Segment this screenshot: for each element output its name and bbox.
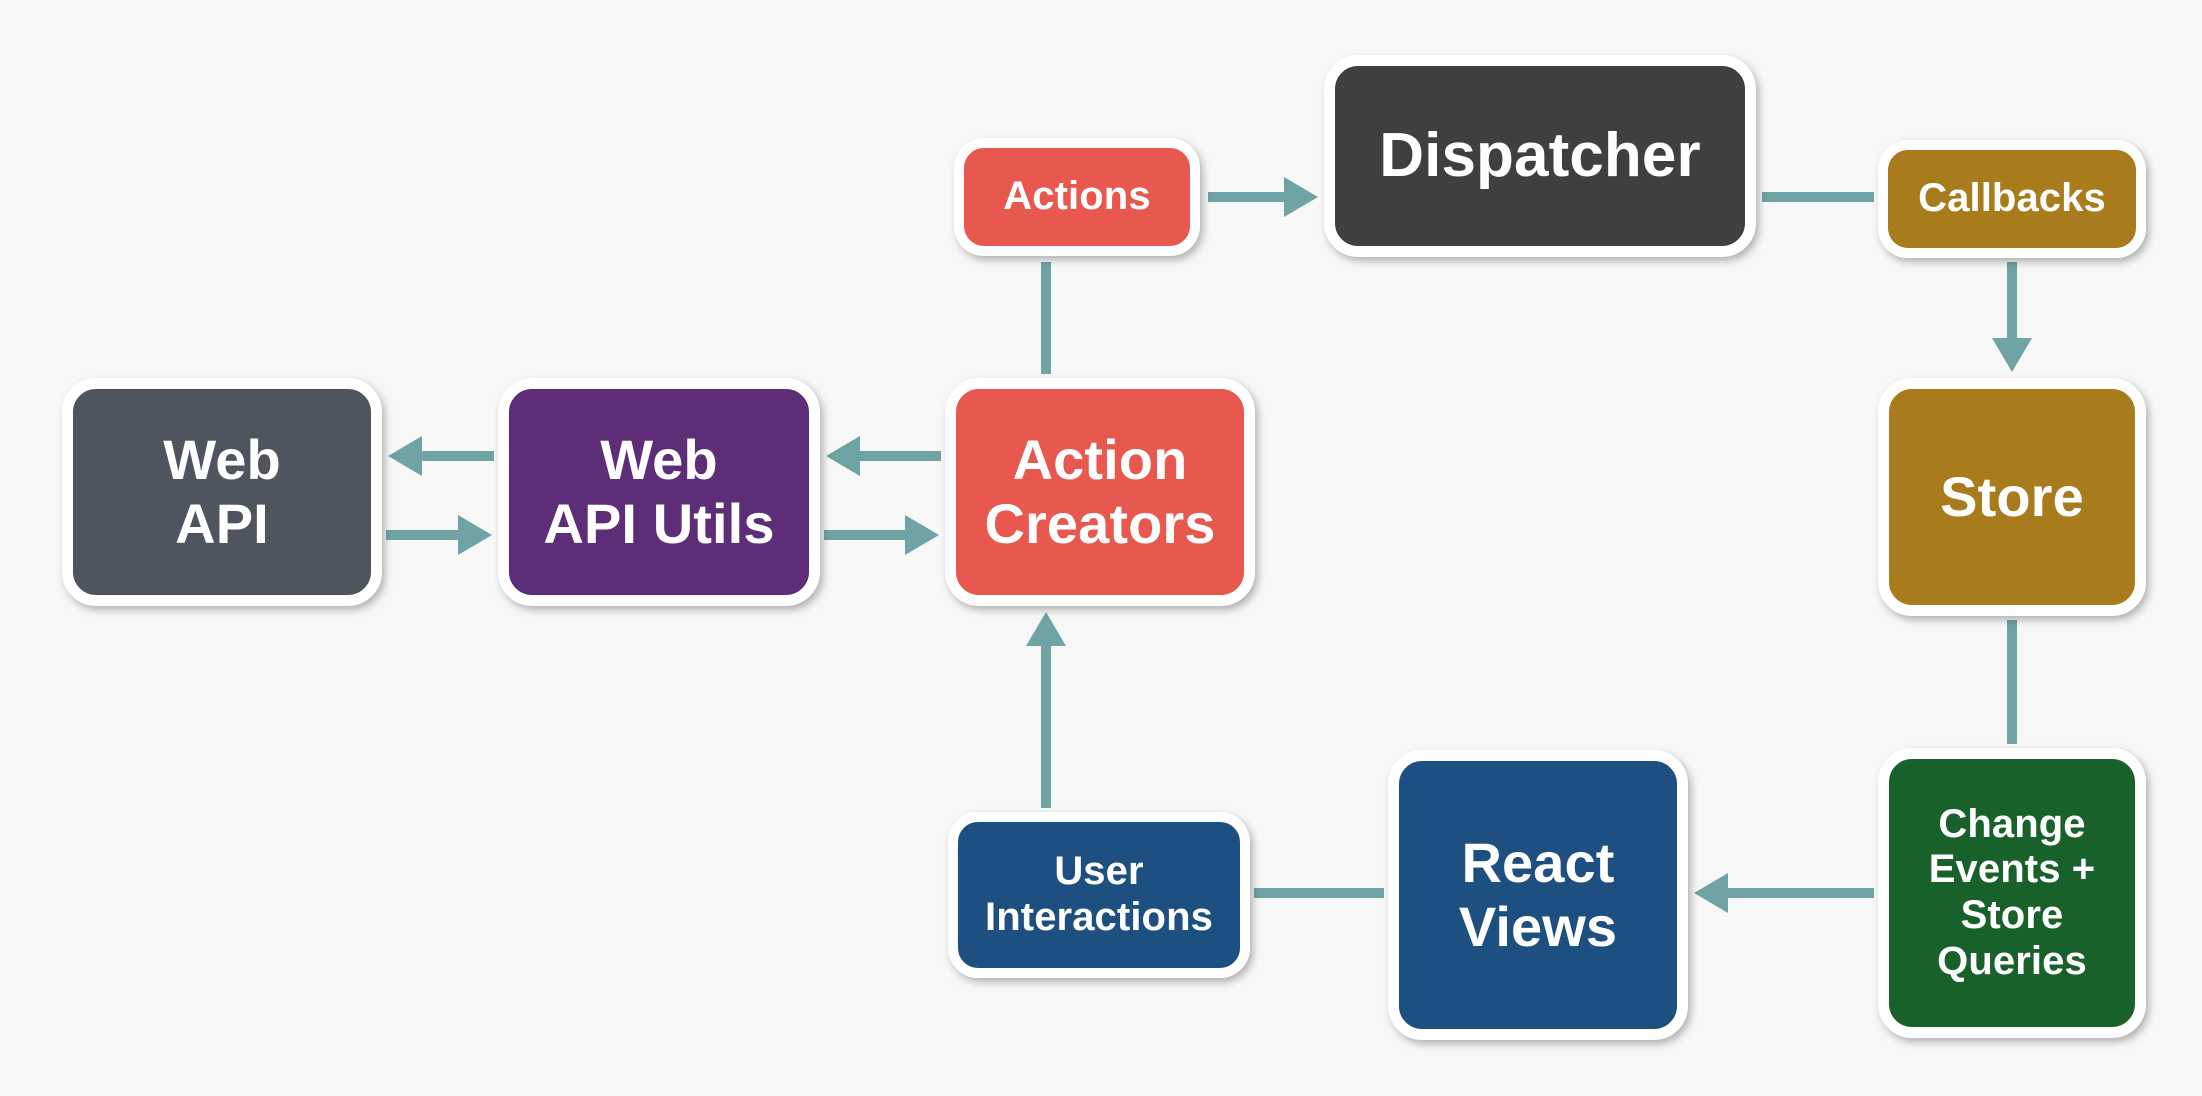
node-action-creators[interactable]: Action Creators [945, 378, 1255, 606]
node-react-views[interactable]: React Views [1388, 750, 1688, 1040]
node-change-events-store-queries[interactable]: Change Events + Store Queries [1878, 748, 2146, 1038]
node-label: Web API Utils [543, 428, 775, 555]
node-label: Web API [163, 428, 281, 555]
node-label: React Views [1458, 831, 1618, 958]
node-web-api[interactable]: Web API [62, 378, 382, 606]
node-label: Action Creators [984, 428, 1216, 555]
edge-action-creators-to-web-api-utils [826, 436, 941, 476]
edge-arrowhead [1992, 338, 2032, 372]
edge-arrowhead [1694, 873, 1728, 913]
edge-arrowhead [1026, 612, 1066, 646]
node-label: Change Events + Store Queries [1928, 801, 2096, 983]
node-store[interactable]: Store [1878, 378, 2146, 616]
edge-web-api-to-web-api-utils [386, 515, 492, 555]
edge-change-events-to-react-views [1694, 873, 1874, 913]
node-web-api-utils[interactable]: Web API Utils [498, 378, 820, 606]
node-user-interactions[interactable]: User Interactions [948, 812, 1250, 978]
node-label: Store [1940, 465, 2084, 529]
edge-arrowhead [458, 515, 492, 555]
edge-actions-to-dispatcher [1208, 177, 1318, 217]
node-label: Actions [1003, 174, 1151, 219]
node-callbacks[interactable]: Callbacks [1878, 140, 2146, 258]
edge-user-interactions-to-action-creators [1026, 612, 1066, 808]
node-dispatcher[interactable]: Dispatcher [1324, 55, 1756, 257]
node-label: Dispatcher [1379, 120, 1701, 190]
node-actions[interactable]: Actions [954, 138, 1200, 256]
edge-arrowhead [826, 436, 860, 476]
node-label: Callbacks [1918, 176, 2106, 221]
edge-web-api-utils-to-web-api [388, 436, 494, 476]
edge-arrowhead [1284, 177, 1318, 217]
edge-arrowhead [388, 436, 422, 476]
edge-web-api-utils-to-action-creators [824, 515, 939, 555]
edge-callbacks-to-store [1992, 262, 2032, 372]
node-label: User Interactions [985, 849, 1213, 939]
edge-arrowhead [905, 515, 939, 555]
